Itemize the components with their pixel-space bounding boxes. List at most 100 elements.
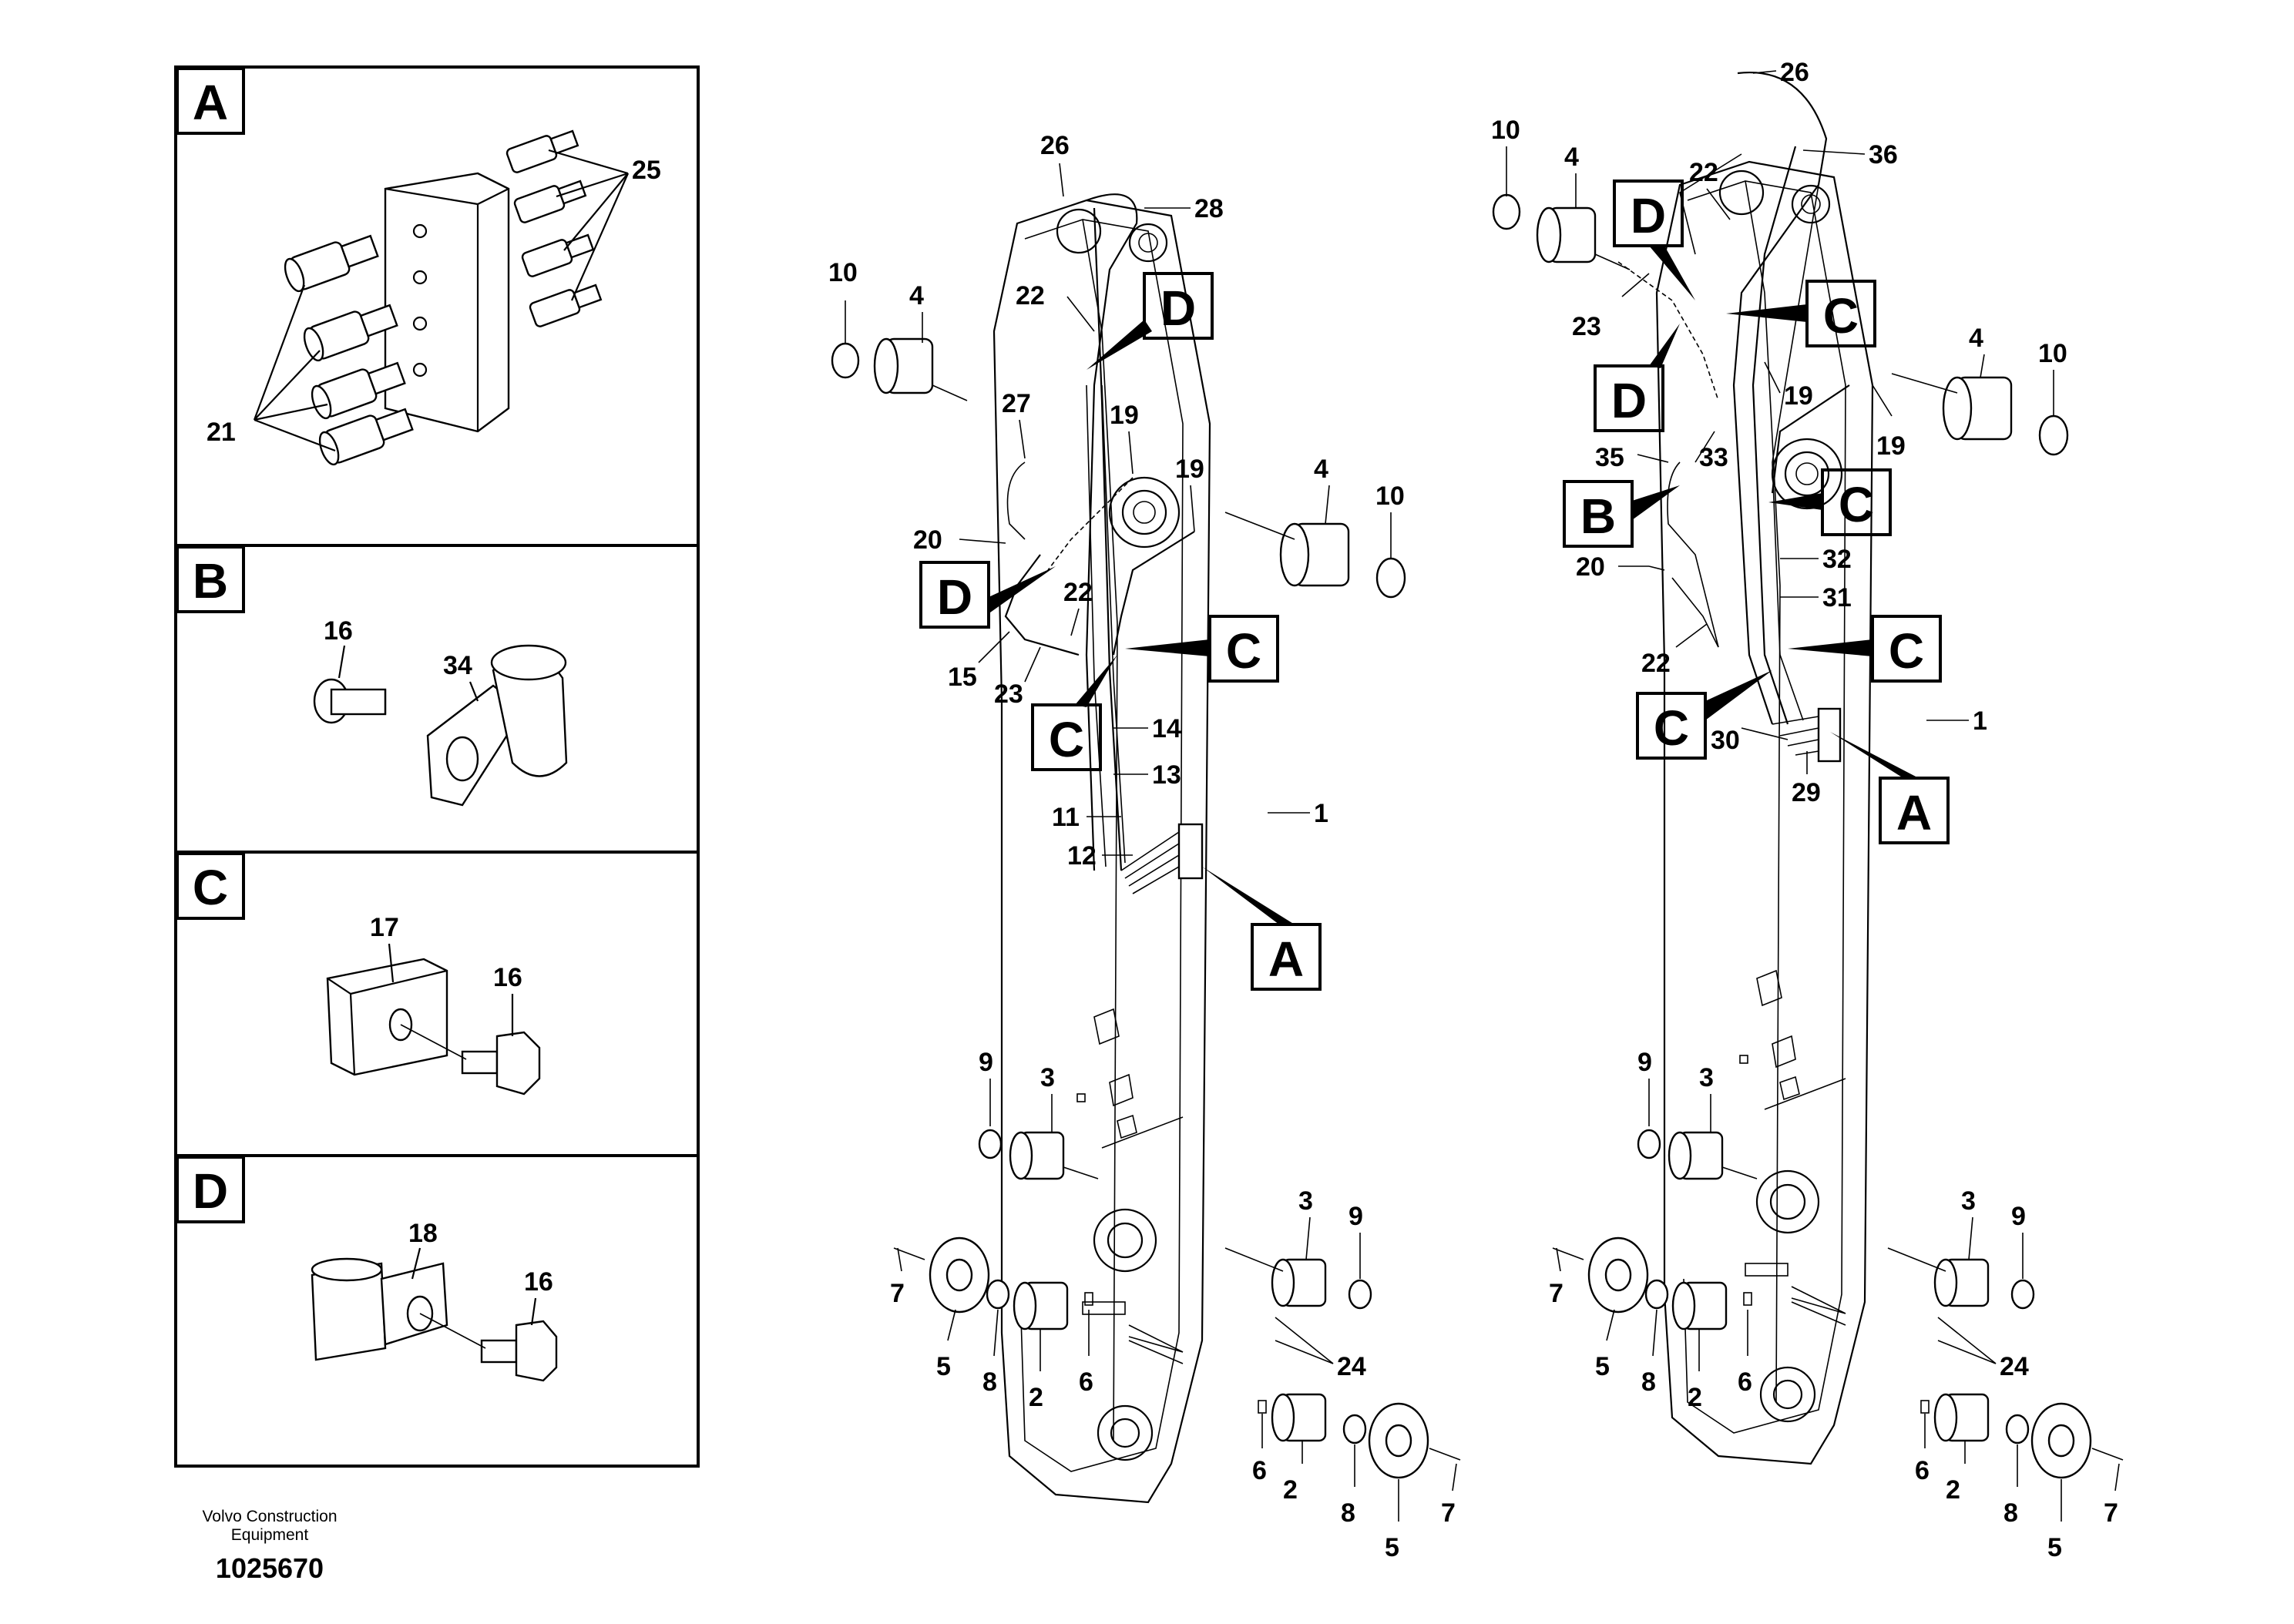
svg-text:1: 1	[1973, 706, 1987, 736]
svg-text:7: 7	[1549, 1279, 1563, 1308]
svg-text:3: 3	[1298, 1186, 1313, 1216]
svg-text:23: 23	[1572, 312, 1601, 341]
callout-16-b: 16	[324, 616, 353, 646]
left-pin-upper	[831, 337, 968, 401]
svg-text:8: 8	[2003, 1498, 2018, 1528]
axis-d	[419, 1313, 486, 1349]
right-pin-lower-b	[1887, 1247, 2035, 1310]
panel-d-letter: D	[193, 1163, 228, 1219]
svg-text:22: 22	[1641, 649, 1671, 678]
svg-text:14: 14	[1152, 714, 1181, 743]
svg-text:12: 12	[1067, 841, 1097, 871]
svg-text:D: D	[937, 569, 972, 625]
svg-text:10: 10	[1491, 116, 1520, 145]
leader-16-b	[338, 645, 346, 679]
svg-text:33: 33	[1699, 443, 1728, 472]
fittings-left	[284, 234, 414, 466]
right-ref-c-mid: C	[1768, 468, 1892, 536]
svg-text:19: 19	[1876, 431, 1906, 461]
svg-text:9: 9	[979, 1048, 993, 1077]
svg-text:22: 22	[1016, 281, 1045, 310]
callout-17: 17	[370, 913, 399, 942]
left-pin-bottom-b	[1258, 1393, 1461, 1479]
svg-text:5: 5	[1385, 1533, 1399, 1562]
svg-text:8: 8	[1341, 1498, 1355, 1528]
svg-text:35: 35	[1595, 443, 1624, 472]
svg-text:29: 29	[1792, 778, 1821, 807]
svg-text:2: 2	[1688, 1383, 1702, 1412]
svg-text:C: C	[1049, 712, 1084, 767]
right-pin-bottom-a	[1552, 1236, 1752, 1330]
right-pin-mid	[1891, 373, 2069, 456]
fittings-right	[505, 129, 603, 327]
svg-text:D: D	[1631, 188, 1666, 243]
svg-text:A: A	[1268, 931, 1304, 987]
svg-text:30: 30	[1711, 726, 1740, 755]
svg-text:A: A	[1896, 785, 1932, 841]
svg-text:D: D	[1160, 280, 1196, 336]
leader-21	[253, 284, 336, 452]
left-ref-d-mid: D	[919, 561, 1056, 629]
svg-text:9: 9	[1637, 1048, 1652, 1077]
svg-text:11: 11	[1052, 803, 1080, 832]
svg-text:27: 27	[1002, 389, 1031, 418]
svg-text:8: 8	[1641, 1367, 1656, 1397]
svg-text:19: 19	[1175, 455, 1204, 484]
svg-text:24: 24	[1337, 1352, 1366, 1381]
callout-21: 21	[207, 418, 236, 447]
svg-text:31: 31	[1822, 583, 1852, 612]
svg-text:2: 2	[1029, 1383, 1043, 1412]
axis-c	[400, 1024, 467, 1060]
clip-17	[326, 958, 448, 1076]
svg-text:5: 5	[936, 1352, 951, 1381]
left-callouts: 26 28 10 4 22 27 19 19 4 10 20 22 15 23 …	[828, 131, 1456, 1562]
svg-text:C: C	[1226, 623, 1261, 679]
right-ref-a: A	[1830, 732, 1950, 844]
panel-c-letter: C	[193, 860, 228, 915]
bolt-16-b	[313, 678, 387, 724]
svg-text:C: C	[1654, 700, 1689, 756]
right-ref-b: B	[1563, 480, 1680, 548]
right-ref-d-mid: D	[1594, 324, 1680, 432]
svg-text:C: C	[1823, 288, 1859, 344]
right-ref-c-low-right: C	[1788, 615, 1942, 683]
svg-text:7: 7	[1441, 1498, 1456, 1528]
svg-text:3: 3	[1961, 1186, 1976, 1216]
callout-34: 34	[443, 651, 472, 680]
left-pin-mid	[1224, 512, 1406, 599]
detail-panels-frame	[174, 65, 700, 1468]
clamp-18	[311, 1257, 448, 1361]
bolt-16-d	[480, 1320, 558, 1382]
svg-text:C: C	[1839, 477, 1874, 532]
left-leaders	[845, 163, 1457, 1522]
left-ref-a: A	[1202, 867, 1322, 991]
svg-text:2: 2	[1946, 1475, 1960, 1505]
detail-panel-d: D 18 16	[176, 1156, 558, 1382]
svg-text:6: 6	[1079, 1367, 1093, 1397]
clamp-34	[426, 644, 568, 807]
callout-16-c: 16	[493, 963, 522, 992]
panel-a-letter: A	[193, 75, 228, 130]
leader-34	[469, 681, 479, 702]
detail-panel-b: B 16 34	[176, 545, 568, 807]
svg-text:6: 6	[1252, 1456, 1267, 1485]
left-boom-view: D D C C A	[828, 131, 1461, 1562]
svg-text:4: 4	[1564, 143, 1579, 172]
right-callouts: 26 36 10 4 22 23 19 4 10 19 35 33 20 32 …	[1491, 58, 2118, 1562]
company-name-line1: Volvo Construction	[202, 1508, 337, 1525]
svg-text:15: 15	[948, 663, 977, 692]
left-hose-bundle	[1004, 193, 1204, 894]
svg-text:26: 26	[1780, 58, 1809, 87]
callout-25: 25	[632, 156, 661, 185]
left-pin-bottom-a	[893, 1236, 1093, 1330]
bolt-16-c	[461, 1031, 541, 1096]
svg-text:24: 24	[2000, 1352, 2029, 1381]
junction-block	[384, 172, 510, 433]
detail-panel-c: C 17 16	[176, 852, 541, 1096]
left-ref-c-left: C	[1031, 655, 1117, 771]
svg-text:20: 20	[1576, 552, 1605, 582]
panel-b-letter: B	[193, 553, 228, 609]
svg-text:26: 26	[1040, 131, 1070, 160]
